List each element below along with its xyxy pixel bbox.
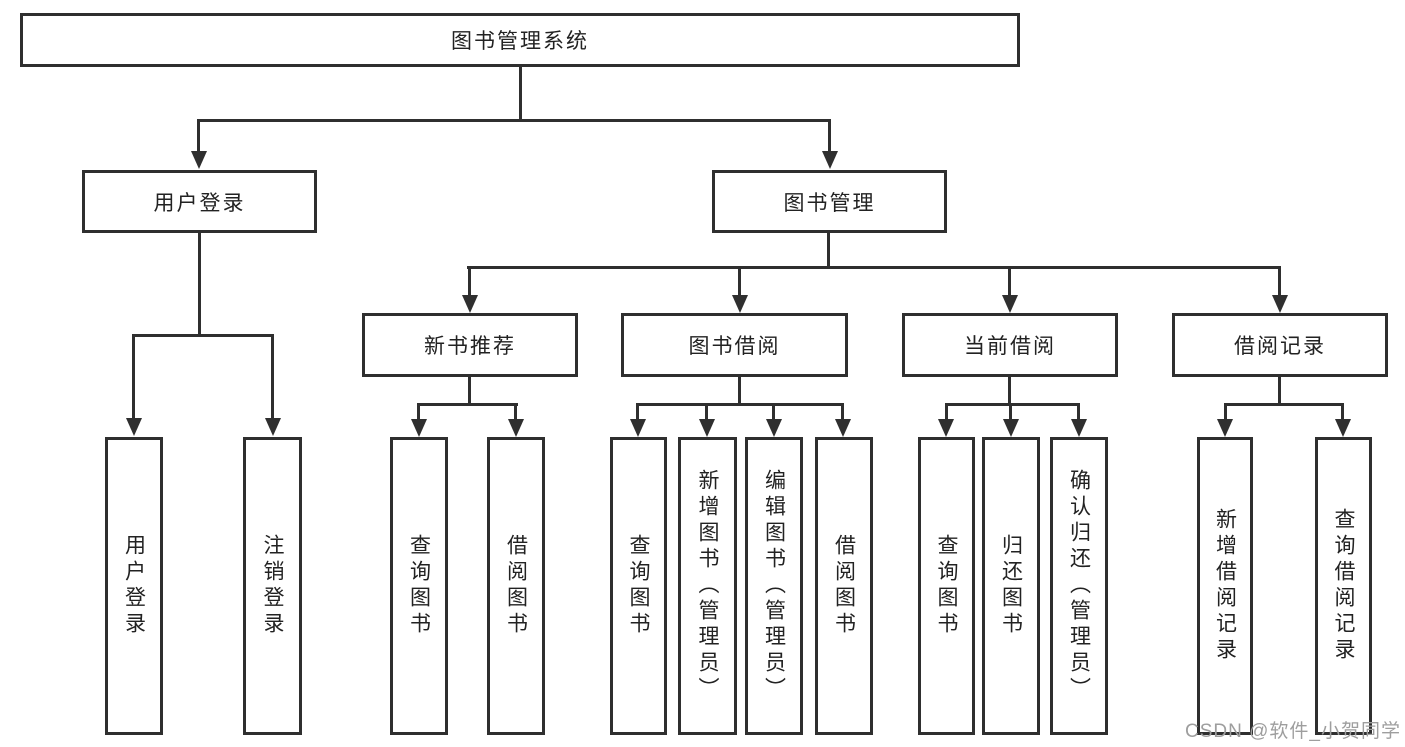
- leaf-borrow-book: 借阅图书: [815, 437, 873, 735]
- connector-new-book-hline: [417, 403, 518, 406]
- connector-level3-hline: [467, 266, 1281, 269]
- connector-drop-records: [1278, 266, 1281, 296]
- leaf-return-book: 归还图书: [982, 437, 1040, 735]
- leaf-label: 借阅图书: [832, 534, 856, 638]
- connector-drop-leaf: [514, 403, 517, 420]
- leaf-label: 确认归还（管理员）: [1067, 469, 1091, 703]
- node-book-borrow: 图书借阅: [621, 313, 848, 377]
- arrow-down-icon: [835, 419, 851, 437]
- arrow-down-icon: [508, 419, 524, 437]
- leaf-query-borrow-record: 查询借阅记录: [1315, 437, 1372, 735]
- leaf-add-borrow-record: 新增借阅记录: [1197, 437, 1253, 735]
- connector-drop-user-login: [197, 119, 200, 151]
- leaf-label: 编辑图书（管理员）: [762, 469, 786, 703]
- connector-book-mgmt-stem: [827, 231, 830, 269]
- leaf-edit-book-admin: 编辑图书（管理员）: [745, 437, 803, 735]
- connector-drop-leaf: [705, 403, 708, 420]
- arrow-down-icon: [411, 419, 427, 437]
- connector-new-book-stem: [468, 375, 471, 406]
- connector-drop-borrow: [738, 266, 741, 296]
- arrow-down-icon: [265, 418, 281, 436]
- arrow-down-icon: [191, 151, 207, 169]
- connector-drop-leaf: [132, 334, 135, 419]
- node-library-management-system: 图书管理系统: [20, 13, 1020, 67]
- node-user-login: 用户登录: [82, 170, 317, 233]
- connector-drop-leaf: [636, 403, 639, 420]
- leaf-label: 归还图书: [999, 534, 1023, 638]
- node-book-management: 图书管理: [712, 170, 947, 233]
- leaf-label: 查询图书: [407, 534, 431, 638]
- connector-user-login-stem: [198, 231, 201, 336]
- arrow-down-icon: [462, 295, 478, 313]
- connector-drop-leaf: [1077, 403, 1080, 420]
- arrow-down-icon: [938, 419, 954, 437]
- connector-user-login-hline: [132, 334, 274, 337]
- arrow-down-icon: [822, 151, 838, 169]
- arrow-down-icon: [766, 419, 782, 437]
- connector-drop-new-book: [468, 266, 471, 296]
- node-new-book-recommend: 新书推荐: [362, 313, 578, 377]
- connector-records-hline: [1224, 403, 1343, 406]
- connector-borrow-stem: [738, 375, 741, 406]
- leaf-query-book: 查询图书: [918, 437, 975, 735]
- leaf-query-book: 查询图书: [390, 437, 448, 735]
- arrow-down-icon: [1217, 419, 1233, 437]
- arrow-down-icon: [630, 419, 646, 437]
- node-borrow-records: 借阅记录: [1172, 313, 1388, 377]
- csdn-watermark: CSDN @软件_小贺同学: [1185, 721, 1401, 742]
- leaf-add-book-admin: 新增图书（管理员）: [678, 437, 737, 735]
- arrow-down-icon: [126, 418, 142, 436]
- connector-drop-leaf: [1009, 403, 1012, 420]
- leaf-label: 新增图书（管理员）: [696, 469, 720, 703]
- connector-level1-hline: [197, 119, 831, 122]
- arrow-down-icon: [1071, 419, 1087, 437]
- leaf-borrow-book: 借阅图书: [487, 437, 545, 735]
- connector-drop-leaf: [417, 403, 420, 420]
- connector-records-stem: [1278, 375, 1281, 406]
- leaf-label: 用户登录: [122, 534, 146, 638]
- connector-drop-leaf: [1224, 403, 1227, 420]
- arrow-down-icon: [699, 419, 715, 437]
- leaf-label: 借阅图书: [504, 534, 528, 638]
- connector-current-hline: [945, 403, 1080, 406]
- arrow-down-icon: [1272, 295, 1288, 313]
- leaf-query-book: 查询图书: [610, 437, 667, 735]
- leaf-confirm-return-admin: 确认归还（管理员）: [1050, 437, 1108, 735]
- arrow-down-icon: [732, 295, 748, 313]
- leaf-logout: 注销登录: [243, 437, 302, 735]
- connector-drop-book-management: [828, 119, 831, 151]
- connector-root-stem: [519, 65, 522, 122]
- arrow-down-icon: [1002, 295, 1018, 313]
- leaf-label: 查询借阅记录: [1332, 508, 1356, 664]
- connector-drop-current: [1008, 266, 1011, 296]
- leaf-label: 查询图书: [935, 534, 959, 638]
- connector-drop-leaf: [772, 403, 775, 420]
- leaf-label: 新增借阅记录: [1213, 508, 1237, 664]
- node-current-borrow: 当前借阅: [902, 313, 1118, 377]
- connector-drop-leaf: [271, 334, 274, 419]
- connector-drop-leaf: [945, 403, 948, 420]
- arrow-down-icon: [1335, 419, 1351, 437]
- leaf-label: 注销登录: [261, 534, 285, 638]
- connector-drop-leaf: [1341, 403, 1344, 420]
- connector-drop-leaf: [841, 403, 844, 420]
- connector-borrow-hline: [636, 403, 844, 406]
- arrow-down-icon: [1003, 419, 1019, 437]
- connector-current-stem: [1008, 375, 1011, 406]
- leaf-user-login: 用户登录: [105, 437, 163, 735]
- leaf-label: 查询图书: [627, 534, 651, 638]
